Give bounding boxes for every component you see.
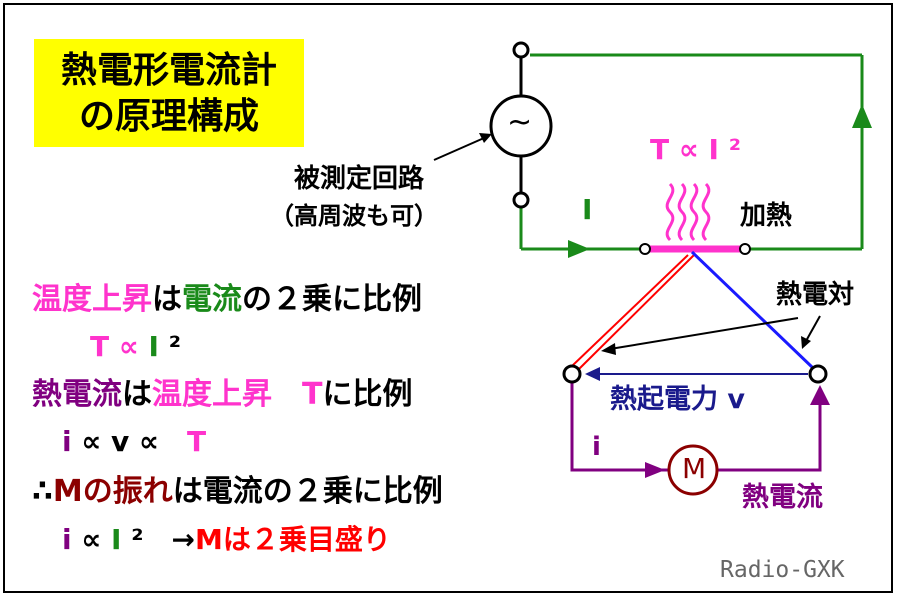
particle-wa-2: は [122,377,152,412]
heat-waves-icon [665,182,711,242]
ac-symbol: ~ [507,105,533,140]
source-pointer-arrowhead [479,133,492,143]
t-symbol: T [186,425,207,458]
explanation-line-6: i ∝ I ² →Mは２乗目盛り [62,526,391,554]
source-note: （高周波も可） [270,202,438,230]
i-symbol-2: i [62,523,72,556]
thermal-current-arrow [810,385,830,405]
current-arrow-right [568,240,590,258]
thermocouple-pointer-right [805,315,821,342]
emf-arrow-head [585,367,600,381]
particle-wa: は [152,282,182,317]
heater-joint-left [639,243,651,255]
ac-source-icon [489,94,553,158]
credit-text: Radio-GXK [720,557,845,583]
meter-current-label: i [592,432,601,462]
heating-label: 加熱 [740,201,793,231]
title-box: 熱電形電流計 の原理構成 [34,39,304,147]
proportional-v: ∝ v ∝ [71,425,187,458]
temp-relation-label: T ∝ I ² [650,133,741,166]
current-symbol: I [148,330,159,363]
proportional-square-text-2: は電流の２乗に比例 [172,474,443,509]
thermocouple-label: 熱電対 [776,280,855,310]
thermocouple-pointer-left [609,317,799,350]
meter-current-arrow [645,462,665,478]
thermocouple-blue-wire [690,250,815,370]
explanation-line-5: ∴Mの振れは電流の２乗に比例 [32,477,443,507]
terminal-bottom [512,191,530,209]
thermocouple-pointer-right-head [801,336,811,349]
explanation-line-3: 熱電流は温度上昇 Tに比例 [32,380,412,410]
source-pointer-line [433,137,485,161]
temp-rise-term: 温度上昇 [32,282,152,317]
current-symbol-2: I [111,523,122,556]
current-term: 電流 [182,282,242,317]
outer-frame [3,3,893,593]
thermal-current-label: 熱電流 [742,482,823,513]
thermocouple-red-wire [571,254,695,371]
tc-terminal-left [562,364,582,384]
meter-circuit-wire [570,380,822,472]
title-line-1: 熱電形電流計 [60,50,277,91]
source-label: 被測定回路 [294,164,425,194]
explanation-line-1: 温度上昇は電流の２乗に比例 [32,285,422,315]
proportional-square-text: の２乗に比例 [242,282,422,317]
meter-label: M [682,452,707,485]
thermocouple-pointer-left-head [601,343,616,355]
i-symbol: i [62,425,72,458]
explanation-line-4: i ∝ v ∝ T [62,428,206,456]
t-proportional: T ∝ [90,330,149,363]
terminal-top [512,41,530,59]
meter-icon [667,444,719,496]
proportional-text: に比例 [322,377,413,412]
explanation-line-2: T ∝ I ² [90,333,181,361]
square-scale-term: Mは２乗目盛り [194,523,391,556]
current-label: I [582,193,593,226]
m-deflection-term: Mの振れ [52,474,173,509]
title-line-2: の原理構成 [78,96,259,137]
heater-joint-right [739,243,751,255]
temp-rise-t-term: 温度上昇 T [152,377,323,412]
proportional-symbol: ∝ [71,523,112,556]
therefore-symbol: ∴ [32,474,53,509]
thermal-current-term: 熱電流 [32,377,122,412]
current-arrow-up [852,104,872,128]
squared-symbol: ² [158,330,181,363]
tc-terminal-right [808,364,828,384]
squared-arrow: ² → [121,523,195,556]
emf-label: 熱起電力 v [610,384,745,415]
